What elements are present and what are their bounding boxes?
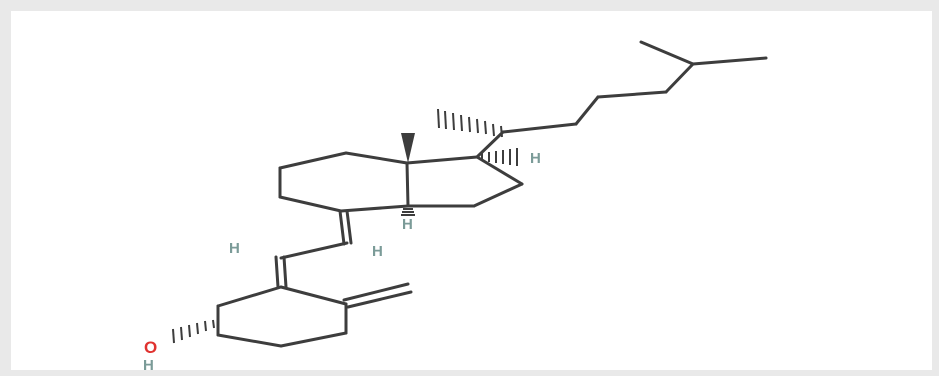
bond-r6b-2 — [216, 285, 283, 308]
hash-bond-junction-h — [401, 208, 415, 216]
bond-r6a-1 — [344, 151, 409, 165]
bond-r6a-2 — [278, 151, 348, 170]
bond-sc-1 — [639, 40, 695, 66]
atom-labels: H H H H O H — [143, 150, 541, 374]
bond-r5-1 — [405, 155, 479, 165]
bond-r5-5 — [405, 161, 410, 208]
bond-r5-2 — [475, 155, 524, 186]
bond-r6a-5 — [339, 204, 410, 213]
bond-sc-5 — [574, 95, 600, 126]
bond-r6b-4 — [216, 333, 283, 348]
bond-sc-2 — [691, 56, 768, 66]
stereo-bonds — [172, 108, 518, 344]
hash-bond-side-chain-methyl — [437, 108, 503, 138]
structure-panel — [11, 11, 932, 370]
bond-r6b-5 — [279, 331, 348, 348]
bond-r5-3 — [472, 182, 524, 208]
bond-db-3b — [346, 290, 413, 309]
bond-chain-1 — [279, 241, 349, 260]
h-vinyl-lower-label: H — [372, 243, 383, 260]
h-vinyl-upper-label: H — [229, 240, 240, 257]
bond-sc-3 — [664, 62, 695, 94]
bond-sc-4 — [596, 90, 668, 99]
oxygen-label: O — [144, 338, 157, 357]
hash-bond-hydroxyl — [172, 319, 215, 344]
bond-db-1b — [345, 209, 353, 245]
bond-r6b-1 — [279, 285, 348, 306]
bond-r6a-4 — [278, 195, 343, 213]
bond-db-3a — [342, 282, 410, 302]
bonds — [216, 40, 768, 348]
h-hydroxyl-label: H — [143, 357, 154, 374]
bond-db-2b — [282, 255, 288, 289]
hash-bond-ring-h — [481, 148, 518, 166]
wedge-methyl — [401, 133, 415, 163]
bond-db-2a — [274, 255, 280, 289]
bond-sc-6 — [501, 122, 578, 134]
bond-db-1a — [338, 209, 346, 246]
h-ring-junction-label: H — [402, 216, 413, 233]
bond-sc-7 — [475, 130, 505, 159]
h-side-chain-label: H — [530, 150, 541, 167]
